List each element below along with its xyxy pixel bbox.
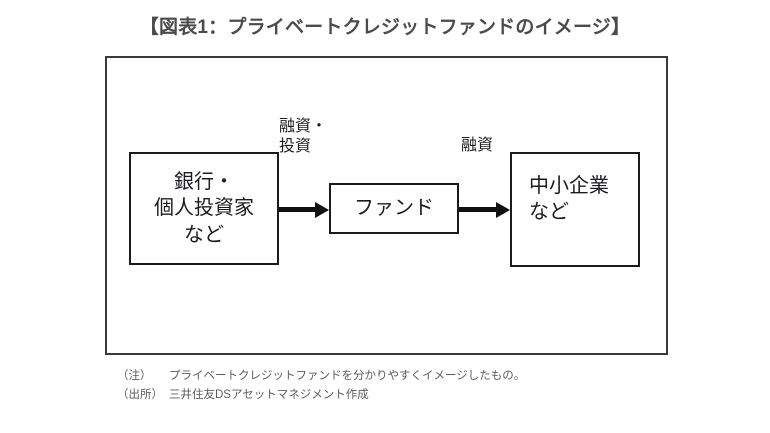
node-investors-line-2: 個人投資家: [154, 197, 254, 220]
arrow-head-icon: [496, 202, 510, 218]
footnote-note: （注） プライベートクレジットファンドを分かりやすくイメージしたもの。: [117, 367, 525, 386]
node-sme-line-1: 中小企業: [529, 175, 609, 197]
figure-title: 【図表1：プライベートクレジットファンドのイメージ】: [139, 17, 631, 38]
arrow-investors-to-fund: [279, 202, 329, 218]
node-fund-line-1: ファンド: [354, 197, 434, 220]
node-sme-line-2: など: [529, 201, 569, 224]
flow-label-1-line-1: 融資・: [279, 118, 328, 135]
node-investors: 銀行・ 個人投資家 など: [129, 152, 279, 265]
arrow-shaft: [279, 207, 317, 212]
footnotes: （注） プライベートクレジットファンドを分かりやすくイメージしたもの。 （出所）…: [117, 367, 525, 404]
node-fund: ファンド: [329, 183, 459, 234]
footnote-source: （出所） 三井住友DSアセットマネジメント作成: [117, 386, 525, 405]
footnote-source-tag: （出所）: [117, 388, 163, 401]
footnote-note-text: プライベートクレジットファンドを分かりやすくイメージしたもの。: [169, 370, 526, 382]
flow-label-2-line-1: 融資: [461, 137, 494, 154]
flow-label-investors-to-fund: 融資・ 投資: [279, 117, 327, 158]
arrow-shaft: [459, 207, 498, 212]
diagram-frame: 銀行・ 個人投資家 など 融資・ 投資 ファンド 融資 中小企業: [105, 56, 668, 355]
node-investors-line-1: 銀行・: [174, 170, 234, 193]
node-investors-line-3: など: [184, 223, 224, 246]
node-sme: 中小企業 など: [510, 152, 640, 267]
arrow-head-icon: [315, 202, 329, 218]
flow-label-fund-to-sme: 融資: [461, 136, 493, 156]
footnote-source-text: 三井住友DSアセットマネジメント作成: [169, 388, 369, 401]
flow-label-1-line-2: 投資: [279, 138, 312, 156]
arrow-fund-to-sme: [459, 202, 510, 218]
footnote-note-tag: （注）: [117, 370, 152, 382]
